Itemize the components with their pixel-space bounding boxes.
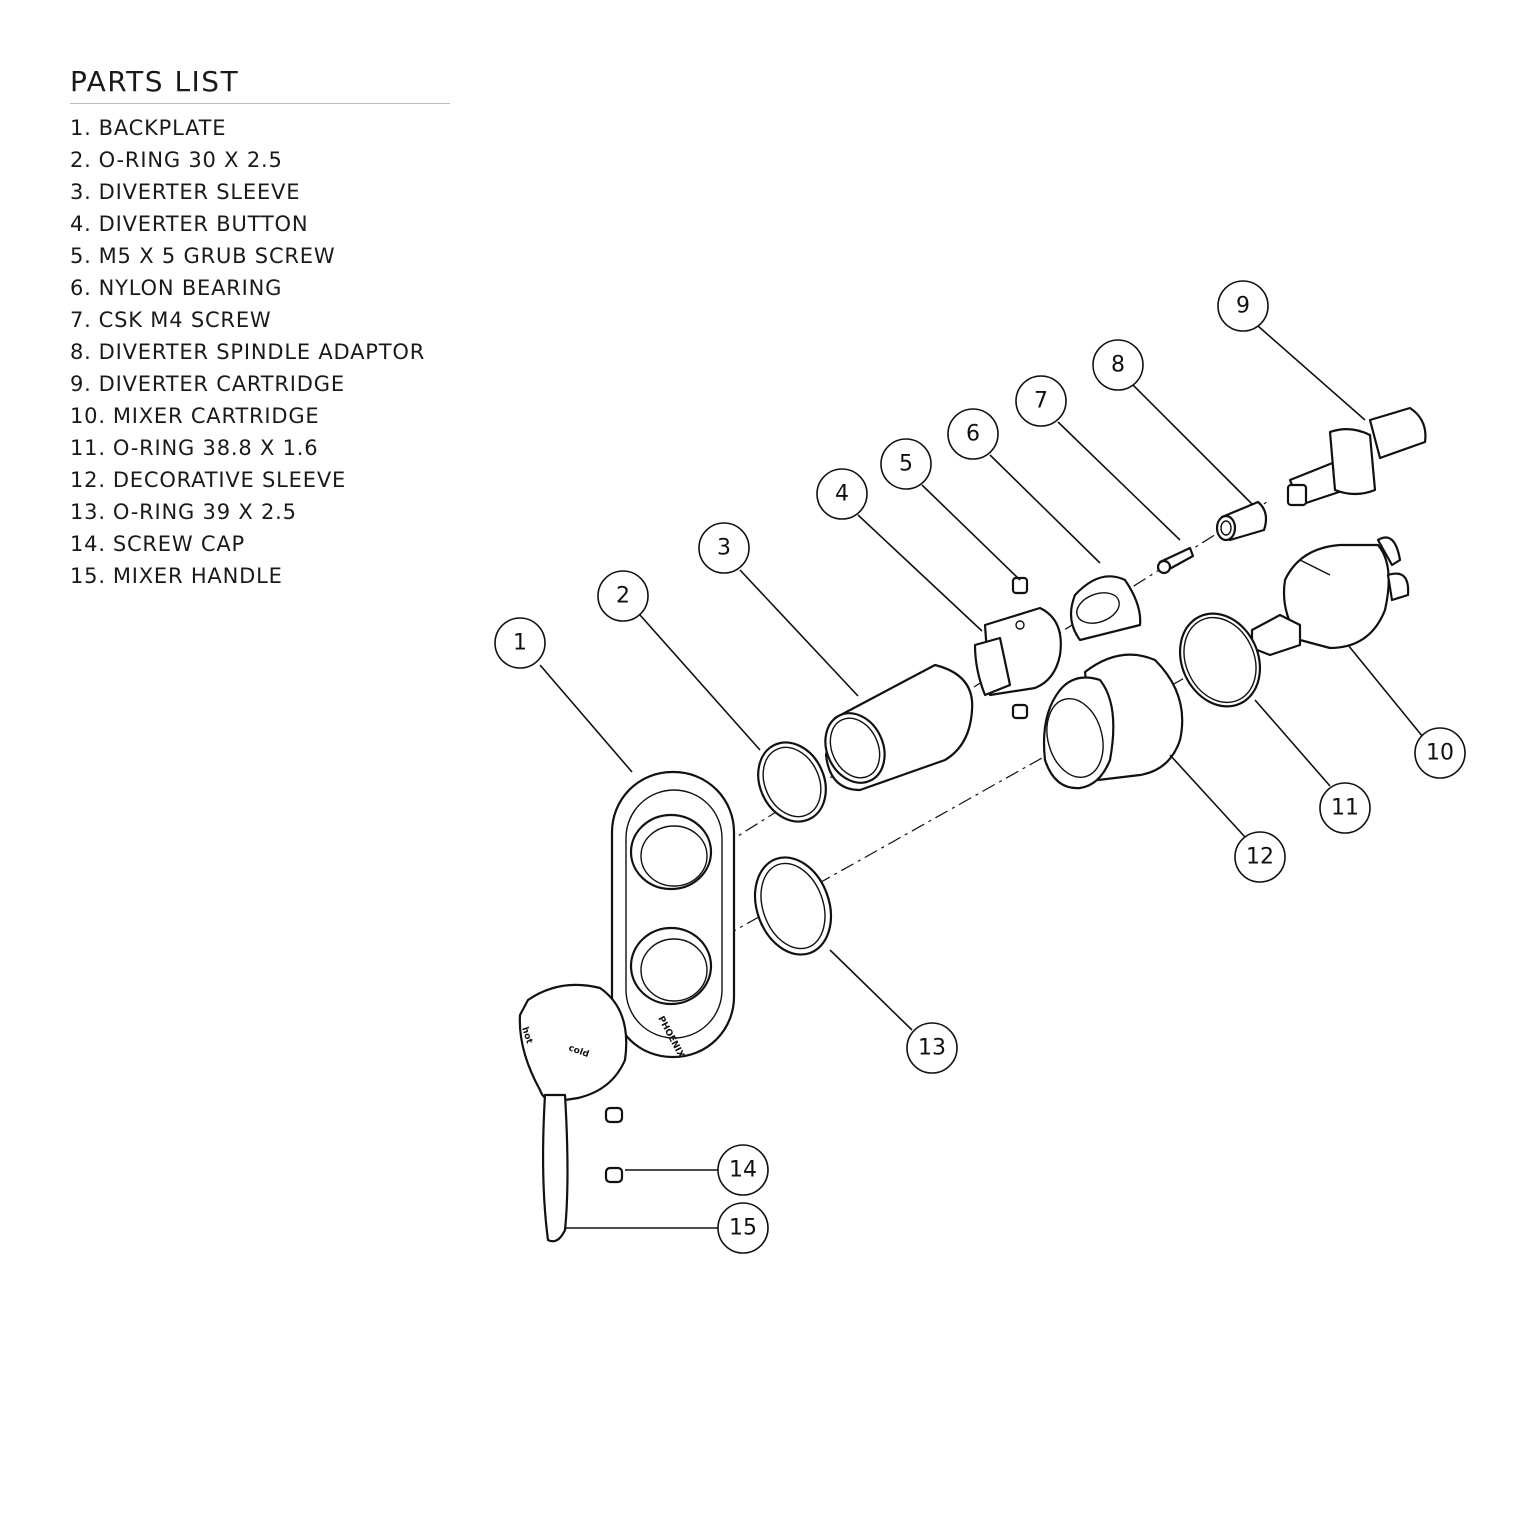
parts-list-item: 14.SCREW CAP [70, 532, 245, 556]
callout-7: 7 [1015, 375, 1067, 427]
callout-13: 13 [906, 1022, 958, 1074]
callout-12: 12 [1234, 831, 1286, 883]
parts-list-item: 3.DIVERTER SLEEVE [70, 180, 301, 204]
svg-text:1: 1 [513, 631, 527, 656]
leader-4 [857, 514, 983, 632]
parts-list: PARTS LIST 1.BACKPLATE 2.O-RING 30 X 2.5… [70, 64, 450, 592]
leader-7 [1057, 421, 1181, 541]
screw-cap-part [604, 1106, 624, 1184]
leader-5 [921, 484, 1021, 581]
callout-6: 6 [947, 408, 999, 460]
csk-screw-part [1156, 546, 1195, 575]
callout-5: 5 [880, 438, 932, 490]
callout-10: 10 [1414, 727, 1466, 779]
svg-text:15: 15 [729, 1216, 757, 1241]
o-ring-30-part [757, 741, 827, 823]
leader-6 [989, 454, 1101, 564]
o-ring-39-part [753, 856, 833, 956]
diverter-button-part [973, 606, 1062, 697]
svg-text:3: 3 [717, 536, 731, 561]
leader-13 [829, 949, 913, 1031]
grub-screw-part [1011, 576, 1029, 720]
leader-11 [1254, 699, 1331, 787]
svg-text:4: 4 [835, 482, 849, 507]
svg-text:10: 10 [1426, 741, 1454, 766]
callout-8: 8 [1092, 339, 1144, 391]
nylon-bearing-part [1069, 575, 1142, 642]
leader-12 [1169, 754, 1246, 838]
svg-text:8: 8 [1111, 353, 1125, 378]
callout-4: 4 [816, 468, 868, 520]
o-ring-38-part [1178, 612, 1262, 708]
callout-9: 9 [1217, 280, 1269, 332]
parts-list-item: 4.DIVERTER BUTTON [70, 212, 309, 236]
svg-text:14: 14 [729, 1158, 757, 1183]
leader-9 [1257, 325, 1366, 421]
svg-text:7: 7 [1034, 389, 1048, 414]
parts-list-item: 8.DIVERTER SPINDLE ADAPTOR [70, 340, 426, 364]
parts-list-items: 1.BACKPLATE 2.O-RING 30 X 2.5 3.DIVERTER… [70, 112, 450, 592]
leader-8 [1132, 384, 1254, 506]
diverter-cartridge-part [1286, 406, 1427, 507]
spindle-adaptor-part [1215, 500, 1268, 542]
callout-2: 2 [597, 570, 649, 622]
backplate-part: PHOENIX [610, 770, 736, 1060]
svg-text:12: 12 [1246, 845, 1274, 870]
leader-10 [1347, 644, 1424, 738]
parts-list-item: 15.MIXER HANDLE [70, 564, 283, 588]
svg-text:13: 13 [918, 1036, 946, 1061]
callout-3: 3 [698, 522, 750, 574]
diverter-sleeve-part [824, 663, 974, 792]
parts-list-item: 13.O-RING 39 X 2.5 [70, 500, 297, 524]
parts-list-item: 11.O-RING 38.8 X 1.6 [70, 436, 319, 460]
callout-1: 1 [494, 617, 546, 669]
parts-list-item: 6.NYLON BEARING [70, 276, 283, 300]
callout-15: 15 [717, 1202, 769, 1254]
parts-list-item: 10.MIXER CARTRIDGE [70, 404, 320, 428]
svg-text:5: 5 [899, 452, 913, 477]
leader-2 [639, 614, 761, 751]
parts-list-item: 5.M5 X 5 GRUB SCREW [70, 244, 336, 268]
callout-14: 14 [717, 1144, 769, 1196]
leader-3 [739, 569, 859, 697]
parts-list-item: 2.O-RING 30 X 2.5 [70, 148, 283, 172]
mixer-handle-part: hot cold [518, 983, 628, 1243]
leader-1 [539, 664, 633, 773]
svg-text:6: 6 [966, 422, 980, 447]
parts-list-title: PARTS LIST [70, 64, 450, 104]
svg-text:9: 9 [1236, 294, 1250, 319]
svg-text:2: 2 [616, 584, 630, 609]
parts-list-item: 9.DIVERTER CARTRIDGE [70, 372, 345, 396]
decorative-sleeve-part [1042, 653, 1184, 790]
parts-list-item: 12.DECORATIVE SLEEVE [70, 468, 347, 492]
parts-list-item: 7.CSK M4 SCREW [70, 308, 272, 332]
mixer-cartridge-part [1250, 536, 1410, 657]
svg-text:11: 11 [1331, 796, 1359, 821]
callout-11: 11 [1319, 782, 1371, 834]
parts-list-item: 1.BACKPLATE [70, 116, 227, 140]
